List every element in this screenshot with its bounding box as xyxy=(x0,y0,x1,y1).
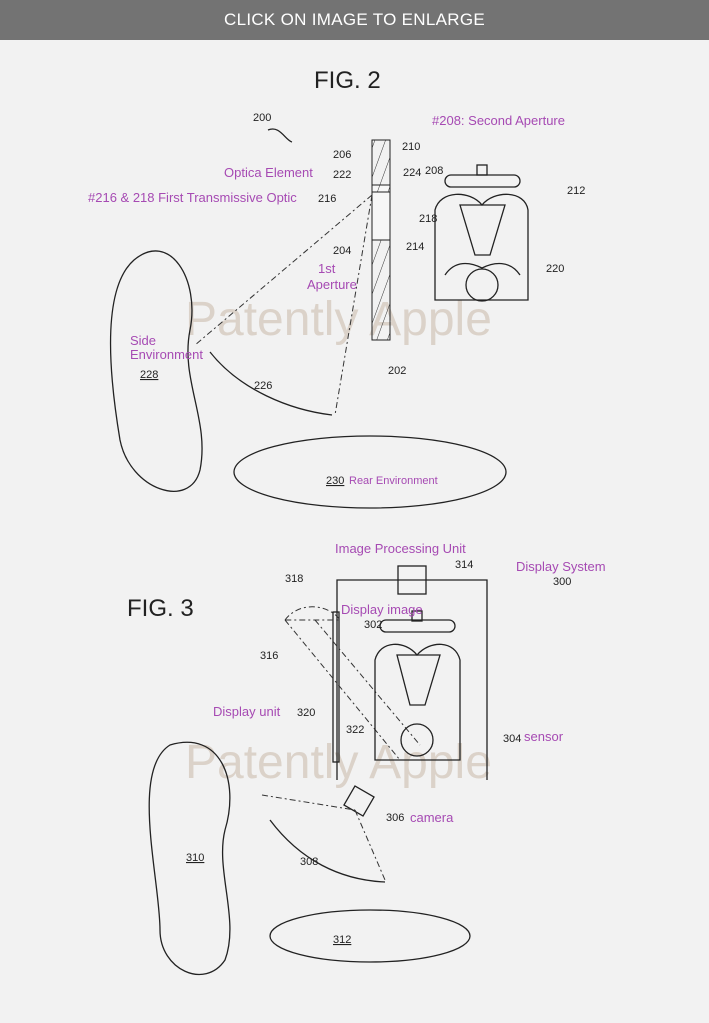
enlarge-banner[interactable]: CLICK ON IMAGE TO ENLARGE xyxy=(0,0,709,40)
camera-306 xyxy=(343,785,375,817)
label-display-unit: Display unit xyxy=(213,704,281,719)
rear-environment-230 xyxy=(233,435,507,509)
label-first-transmissive-optic: #216 & 218 First Transmissive Optic xyxy=(88,190,297,205)
ref-316: 316 xyxy=(260,650,278,662)
label-optical-element: Optica Element xyxy=(224,165,313,180)
ref-310: 310 xyxy=(186,852,204,864)
ref-224: 224 xyxy=(403,167,421,179)
ref-204: 204 xyxy=(333,245,351,257)
ref-314: 314 xyxy=(455,559,473,571)
fig2-title: FIG. 2 xyxy=(314,67,381,94)
display-sight-lines xyxy=(284,619,421,761)
window-214 xyxy=(371,184,391,241)
ref-318: 318 xyxy=(285,573,303,585)
ref-308: 308 xyxy=(300,856,318,868)
ref-222: 222 xyxy=(333,169,351,181)
leader-200 xyxy=(267,128,293,143)
ref-202: 202 xyxy=(388,365,406,377)
label-display-image: Display image xyxy=(341,602,423,617)
ref-210: 210 xyxy=(402,141,420,153)
ref-306: 306 xyxy=(386,812,404,824)
ref-228: 228 xyxy=(140,369,158,381)
environment-312 xyxy=(269,909,471,963)
vehicle-occupant-212 xyxy=(434,164,529,302)
label-side-environment-line2: Environment xyxy=(130,347,203,362)
label-second-aperture: #208: Second Aperture xyxy=(432,113,565,128)
ref-220: 220 xyxy=(546,263,564,275)
camera-field-of-view xyxy=(261,794,386,881)
ref-200: 200 xyxy=(253,112,271,124)
ref-300: 300 xyxy=(553,576,571,588)
fig3: FIG. 3 Image Processing Unit 314 Display… xyxy=(127,541,606,976)
ref-302: 302 xyxy=(364,619,382,631)
angle-arc-308 xyxy=(269,819,386,883)
label-first-aperture-line1: 1st xyxy=(318,261,336,276)
environment-310 xyxy=(148,741,231,976)
enlarge-label: CLICK ON IMAGE TO ENLARGE xyxy=(224,10,485,29)
patent-figure[interactable]: Patently Apple Patently Apple FIG. 2 200… xyxy=(0,40,709,1023)
ref-320: 320 xyxy=(297,707,315,719)
angle-arc-226 xyxy=(209,351,333,416)
watermark: Patently Apple xyxy=(185,293,492,346)
ref-216: 216 xyxy=(318,193,336,205)
label-first-aperture-line2: Aperture xyxy=(307,277,357,292)
ref-230: 230 xyxy=(326,475,344,487)
ref-322: 322 xyxy=(346,724,364,736)
ref-206: 206 xyxy=(333,149,351,161)
fig3-title: FIG. 3 xyxy=(127,595,194,622)
display-unit-320 xyxy=(332,611,340,763)
ref-208: 208 xyxy=(425,165,443,177)
vehicle-occupant xyxy=(374,610,461,761)
ref-214: 214 xyxy=(406,241,424,253)
ref-226: 226 xyxy=(254,380,272,392)
side-environment-228 xyxy=(109,250,203,492)
ref-304: 304 xyxy=(503,733,521,745)
fig2: FIG. 2 200 #208: Second Aperture 206 210… xyxy=(88,67,585,509)
ref-212: 212 xyxy=(567,185,585,197)
optical-element-222 xyxy=(371,184,391,193)
label-side-environment-line1: Side xyxy=(130,333,156,348)
display-system-frame xyxy=(336,579,488,780)
field-of-view-lines xyxy=(194,194,373,416)
label-display-system: Display System xyxy=(516,559,606,574)
label-rear-environment: Rear Environment xyxy=(349,475,438,487)
label-sensor: sensor xyxy=(524,729,564,744)
label-camera: camera xyxy=(410,810,454,825)
label-image-processing-unit: Image Processing Unit xyxy=(335,541,466,556)
ref-312: 312 xyxy=(333,934,351,946)
virtual-image-318 xyxy=(284,606,341,621)
image-processing-unit-314 xyxy=(397,565,427,595)
ref-218: 218 xyxy=(419,213,437,225)
